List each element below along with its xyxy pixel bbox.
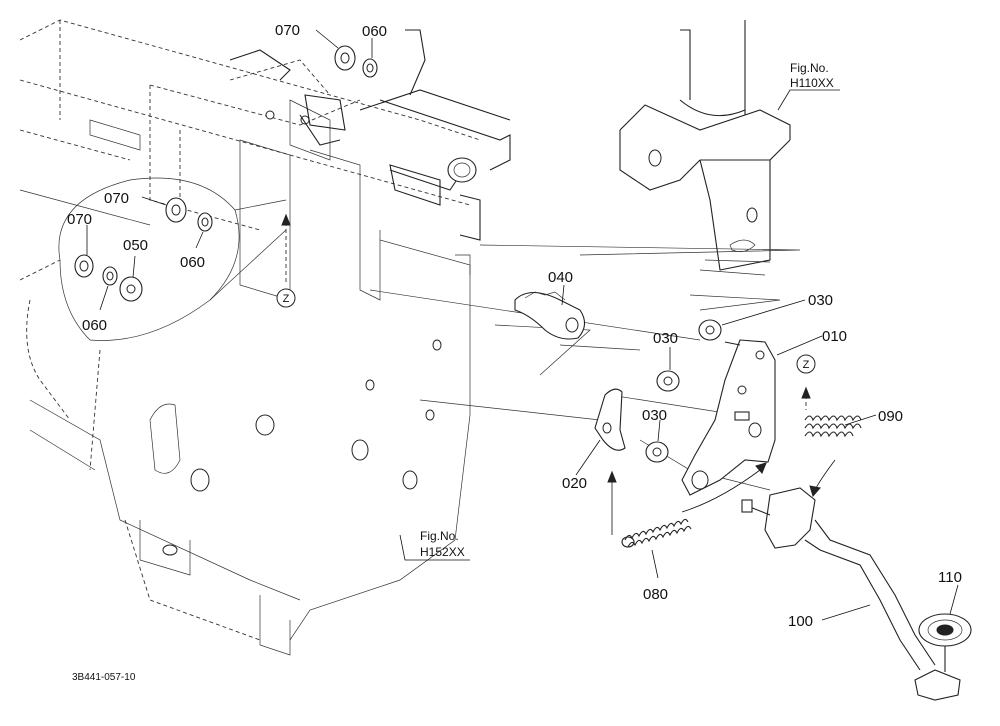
label-070-top: 070 [275, 22, 300, 39]
label-090: 090 [878, 408, 903, 425]
part-020-link [594, 388, 626, 451]
label-020: 020 [562, 475, 587, 492]
label-030-middle: 030 [653, 330, 678, 347]
label-080: 080 [643, 586, 668, 603]
fig-ref-h110xx-line1: Fig.No. [790, 61, 829, 75]
label-070-bubble-left: 070 [67, 211, 92, 228]
figure-reference-h110xx: Fig.No. H110XX [790, 61, 834, 90]
part-010-plate [681, 339, 776, 496]
fig-ref-h152xx-line1: Fig.No. [420, 529, 459, 543]
view-marker-z-right-text: Z [803, 359, 810, 371]
shaft-assembly [229, 29, 511, 241]
figure-reference-h152xx: Fig.No. H152XX [420, 529, 465, 559]
view-marker-z-left-text: Z [283, 293, 290, 305]
label-030-upper: 030 [808, 292, 833, 309]
spring-080 [621, 518, 692, 548]
part-labels: 070 060 070 070 050 060 060 040 030 030 … [67, 22, 962, 630]
pedal-arm-100 [741, 487, 972, 701]
assembly-guide-lines [285, 215, 807, 491]
label-070-bubble-upper: 070 [104, 190, 129, 207]
view-marker-z-right: Z [796, 354, 816, 374]
washers-030 [645, 319, 722, 463]
label-040: 040 [548, 269, 573, 286]
fig-ref-h110xx-line2: H110XX [790, 76, 834, 90]
label-030-lower: 030 [642, 407, 667, 424]
label-050: 050 [123, 237, 148, 254]
collar-070-060-top [334, 45, 378, 78]
label-100: 100 [788, 613, 813, 630]
label-110: 110 [938, 569, 962, 586]
spring-090 [804, 415, 862, 438]
label-010: 010 [822, 328, 847, 345]
drawing-code: 3B441-057-10 [72, 672, 136, 683]
leader-lines [86, 29, 959, 621]
detail-bubble [58, 177, 287, 341]
label-060-bubble-lower: 060 [82, 317, 107, 334]
label-060-top: 060 [362, 23, 387, 40]
fig-ref-h152xx-line2: H152XX [420, 545, 465, 559]
assembly-arrows [281, 213, 836, 535]
steering-column-bracket [619, 20, 791, 276]
label-060-bubble-right: 060 [180, 254, 205, 271]
view-marker-z-left: Z [276, 288, 296, 308]
part-040-cam [514, 291, 586, 340]
